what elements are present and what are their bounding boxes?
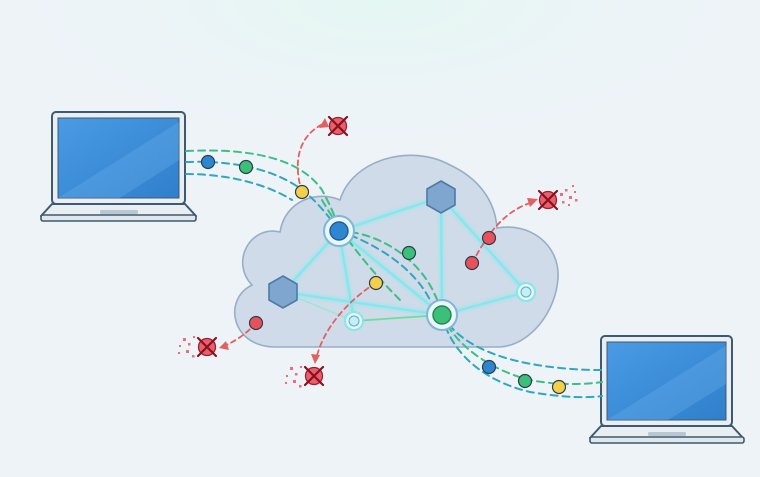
blocked-path-bottom [315, 282, 377, 361]
packet-yellow [368, 275, 384, 291]
hexagon-node-icon [426, 180, 456, 214]
inbound-paths [185, 149, 340, 232]
blocked-cross [327, 115, 349, 137]
packet-blue [200, 154, 216, 170]
blocked-cross [537, 189, 559, 211]
packet-green [517, 373, 533, 389]
laptop-trackpad [648, 432, 686, 436]
blocked-path-right [471, 201, 534, 264]
network-hub-icon [323, 215, 355, 247]
blocked-cross [303, 365, 325, 387]
laptop-base [40, 214, 197, 222]
network-hub-icon [426, 299, 458, 331]
packet-blue [481, 359, 497, 375]
laptop-screen [606, 341, 727, 421]
packet-red [464, 255, 480, 271]
right-laptop [589, 335, 745, 444]
cyan-node-core [520, 286, 532, 298]
laptop-trackpad [100, 210, 138, 214]
packets [200, 154, 567, 395]
arrowhead [219, 341, 229, 350]
cyan-node [516, 282, 536, 302]
packet-red [481, 230, 497, 246]
path-teal [185, 173, 293, 201]
path-blue [441, 314, 603, 399]
arrowhead [311, 354, 320, 364]
debris [178, 336, 195, 358]
hub-core [329, 221, 349, 241]
cyan-node [344, 311, 364, 331]
blocked-packet-icon [537, 185, 578, 211]
laptop-screen [57, 117, 180, 199]
blocked-packet-icon [178, 336, 218, 358]
packet-green [238, 159, 254, 175]
left-laptop [40, 111, 197, 222]
path-teal [441, 314, 603, 371]
packet-green [401, 245, 417, 261]
link [439, 195, 444, 317]
hexagon-node-icon [268, 275, 298, 309]
arrowhead [527, 198, 538, 207]
arrowhead [319, 118, 329, 128]
blocked-cross [196, 336, 218, 358]
debris [285, 366, 302, 388]
blocked-packet-icon [285, 365, 325, 388]
debris [560, 185, 578, 206]
cyan-node-core [348, 315, 360, 327]
laptop-base [589, 436, 745, 444]
screen-highlight [607, 346, 726, 420]
hub-core [432, 305, 452, 325]
packet-yellow [294, 184, 310, 200]
packet-red [248, 315, 264, 331]
blocked-packet-icon [327, 115, 349, 137]
blocked-path-top [296, 123, 324, 193]
arrowheads [219, 118, 538, 364]
link [281, 290, 444, 317]
path-green [321, 199, 401, 301]
path-blue [185, 160, 340, 232]
screen-highlight [58, 122, 179, 198]
link [337, 195, 443, 233]
packet-yellow [551, 379, 567, 395]
path-green [185, 149, 340, 232]
link [337, 229, 444, 317]
